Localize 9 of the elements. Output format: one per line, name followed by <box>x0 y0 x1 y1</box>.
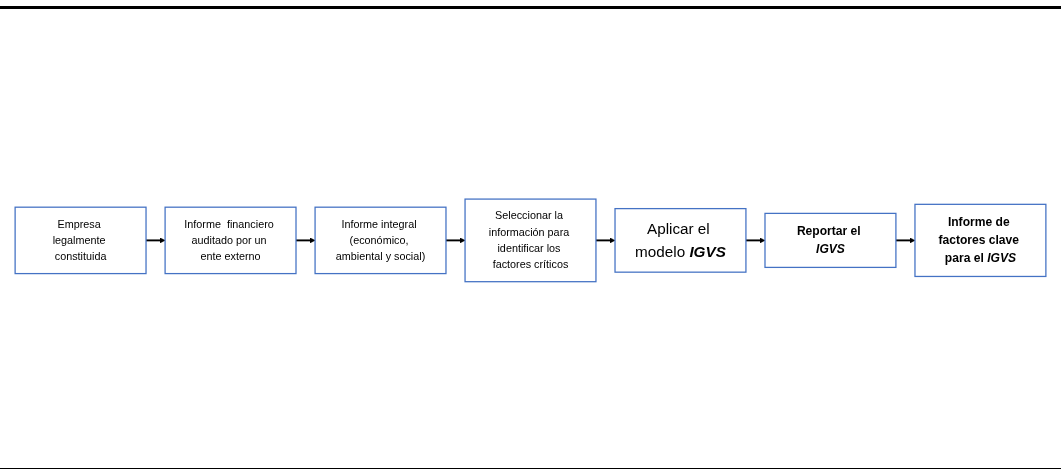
node-box: Informe de factores clave para el IGVS <box>914 203 1047 277</box>
node-box: Reportar el IGVS <box>764 212 897 268</box>
node-box: Seleccionar la información para identificar los factores críticos <box>464 198 597 282</box>
node-box: Aplicar el modelo IGVS <box>614 207 747 273</box>
arrow <box>595 237 616 243</box>
node-box: Informe integral (económico, ambiental y social) <box>314 206 447 274</box>
node-box: Empresa legalmente constituida <box>14 206 147 274</box>
node-box: Informe financiero auditado por un ente externo <box>164 206 297 274</box>
arrow <box>445 237 466 243</box>
